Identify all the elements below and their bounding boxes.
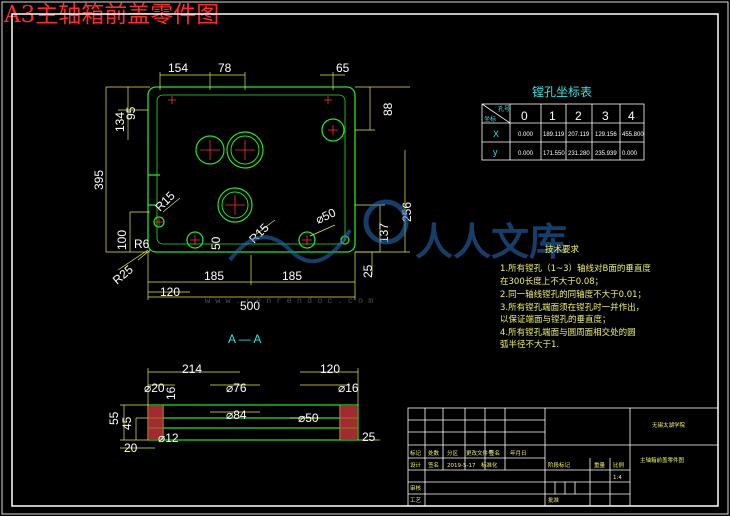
coord-cell: 129.156 bbox=[595, 132, 617, 138]
sec-dim-55: 55 bbox=[107, 411, 121, 425]
tech-req-line: 1.所有镗孔（1~3）轴线对B面的垂直度 bbox=[500, 263, 651, 274]
sec-dim-d84: ⌀84 bbox=[226, 408, 247, 422]
part-inner-outline bbox=[156, 94, 346, 245]
dim-185-a: 185 bbox=[204, 269, 224, 283]
dim-395: 395 bbox=[92, 170, 106, 190]
coord-header: 3 bbox=[602, 109, 609, 123]
sec-dim-45: 45 bbox=[120, 416, 134, 430]
coord-header: 0 bbox=[521, 109, 528, 123]
coord-header: 2 bbox=[575, 109, 582, 123]
watermark: 人人文库 w w w . r e n r e n d o c . c o m bbox=[205, 199, 567, 306]
coord-table: 镗孔坐标表 孔号 坐标 0 1 2 3 4 X 0.000 189.119 20… bbox=[481, 85, 645, 161]
coord-cell: 455.800 bbox=[622, 132, 644, 138]
coord-cell: 171.550 bbox=[543, 151, 565, 157]
section-label: A — A bbox=[228, 332, 261, 346]
part-outline bbox=[147, 86, 356, 253]
sec-dim-d20: ⌀20 bbox=[144, 381, 165, 395]
tb-stage-label: 阶段标记 bbox=[548, 461, 571, 469]
drawing-title: A3主轴箱前盖零件图 bbox=[4, 2, 220, 28]
coord-header: 4 bbox=[628, 109, 635, 123]
tb-designer-sign: 签名 bbox=[428, 461, 439, 469]
tb-approve-label: 批准 bbox=[548, 496, 560, 504]
tb-review-label: 审核 bbox=[410, 484, 422, 492]
watermark-logo-icon bbox=[363, 199, 409, 245]
tb-row-label: 签名 bbox=[489, 449, 500, 457]
front-view bbox=[147, 86, 356, 253]
tb-row-label: 更改文件号 bbox=[466, 449, 494, 457]
dim-r15-a: R15 bbox=[152, 188, 178, 214]
tb-school: 无锡太湖学院 bbox=[652, 421, 686, 429]
tech-req-title: 技术要求 bbox=[545, 244, 580, 255]
coord-cell: 189.119 bbox=[543, 132, 565, 138]
tech-req-line: 3.所有镗孔端面须在镗孔时一并作出， bbox=[500, 302, 644, 313]
dim-500: 500 bbox=[240, 299, 260, 313]
coord-cell: 231.280 bbox=[568, 151, 590, 157]
dim-65: 65 bbox=[336, 61, 350, 75]
sec-dim-d12: ⌀12 bbox=[158, 431, 179, 445]
dim-95: 95 bbox=[124, 106, 138, 120]
title-block bbox=[407, 407, 719, 507]
dim-100: 100 bbox=[115, 230, 129, 250]
dim-88: 88 bbox=[381, 102, 395, 116]
coord-cell: 0.000 bbox=[622, 151, 638, 157]
tb-designer-label: 设计 bbox=[410, 461, 422, 469]
tech-requirements: 技术要求 1.所有镗孔（1~3）轴线对B面的垂直度 在300长度上不大于0.08… bbox=[500, 244, 651, 350]
sec-dim-16: 16 bbox=[164, 386, 178, 400]
coord-corner-top: 孔号 bbox=[498, 105, 510, 113]
dim-25: 25 bbox=[361, 264, 375, 278]
tb-row-label: 标记 bbox=[410, 449, 422, 457]
coord-row-label-y: y bbox=[493, 147, 498, 157]
sec-dim-d50: ⌀50 bbox=[298, 411, 319, 425]
sec-dim-25: 25 bbox=[362, 430, 376, 444]
coord-cell: 207.119 bbox=[568, 132, 590, 138]
dim-d50: ⌀50 bbox=[313, 205, 338, 227]
tb-drawing-name: 主轴箱前盖零件图 bbox=[640, 456, 685, 464]
section-view: A — A 214 120 ⌀20 ⌀76 ⌀16 ⌀84 ⌀50 ⌀12 55… bbox=[107, 332, 380, 455]
coord-corner-bottom: 坐标 bbox=[484, 115, 496, 123]
tech-req-line: 以保证端面与镗孔的垂直度； bbox=[500, 314, 611, 325]
tb-scale-label: 比例 bbox=[613, 461, 625, 469]
tb-standard: 标准化 bbox=[481, 461, 498, 469]
tb-row-label: 处数 bbox=[428, 449, 440, 457]
dim-185-b: 185 bbox=[282, 269, 302, 283]
inner-border bbox=[11, 13, 719, 507]
tech-req-line: 2.同一轴线镗孔的同轴度不大于0.01； bbox=[500, 289, 646, 300]
sec-dim-214: 214 bbox=[182, 362, 202, 376]
coord-cell: 0.000 bbox=[518, 132, 534, 138]
title-block-text: 无锡太湖学院 主轴箱前盖零件图 标记 处数 分区 更改文件号 签名 年月日 设计… bbox=[410, 421, 686, 504]
coord-row-label-x: X bbox=[493, 129, 499, 139]
tb-date: 2019-5-17 bbox=[447, 463, 476, 469]
sec-dim-120: 120 bbox=[320, 362, 340, 376]
watermark-url: w w w . r e n r e n d o c . c o m bbox=[205, 296, 373, 306]
dim-50: 50 bbox=[209, 236, 223, 250]
tech-req-line: 4.所有镗孔端面与圆周面相交处的圆 bbox=[500, 327, 636, 338]
dim-154: 154 bbox=[168, 61, 188, 75]
coord-cell: 0.000 bbox=[518, 151, 534, 157]
dim-120: 120 bbox=[160, 285, 180, 299]
tb-process-label: 工艺 bbox=[410, 497, 422, 504]
coord-cell: 235.939 bbox=[595, 151, 617, 157]
tb-scale-value: 1:4 bbox=[613, 475, 622, 481]
dim-137: 137 bbox=[377, 223, 391, 243]
dim-r25: R25 bbox=[110, 262, 136, 287]
tb-row-label: 年月日 bbox=[510, 449, 527, 457]
dim-78: 78 bbox=[218, 61, 232, 75]
tb-weight-label: 重量 bbox=[594, 461, 606, 469]
tb-row-label: 分区 bbox=[447, 449, 459, 457]
tech-req-line: 在300长度上不大于0.08； bbox=[500, 276, 603, 287]
sec-dim-20: 20 bbox=[124, 441, 138, 455]
front-dim-text: 154 78 65 134 95 395 100 R6 R25 88 256 1… bbox=[92, 61, 414, 313]
front-dim-lines bbox=[105, 72, 410, 300]
sec-dim-d76: ⌀76 bbox=[226, 381, 247, 395]
dim-r6: R6 bbox=[134, 237, 150, 251]
dim-134: 134 bbox=[113, 112, 127, 132]
sec-dim-d16: ⌀16 bbox=[338, 381, 359, 395]
tech-req-line: 弧半径不大于1. bbox=[500, 339, 559, 350]
coord-table-title: 镗孔坐标表 bbox=[532, 85, 592, 99]
center-marks bbox=[155, 96, 338, 245]
watermark-brand: 人人文库 bbox=[415, 220, 567, 264]
coord-header: 1 bbox=[549, 109, 556, 123]
